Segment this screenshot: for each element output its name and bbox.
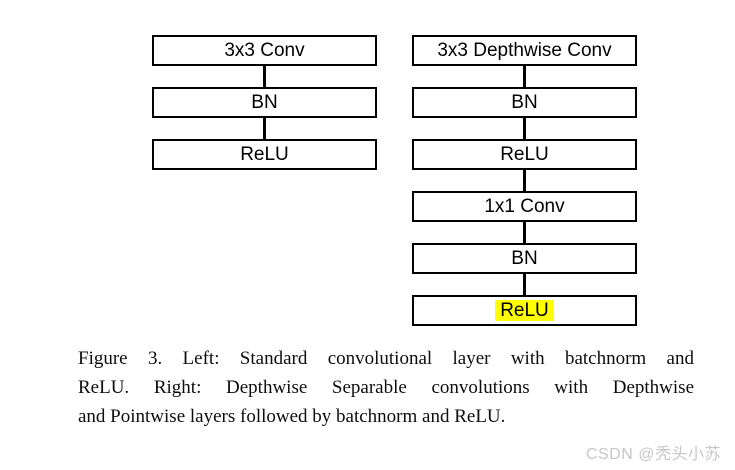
depthwise-separable-column: 3x3 Depthwise Conv BN ReLU 1x1 Conv BN R… bbox=[412, 35, 637, 326]
highlighted-relu-label: ReLU bbox=[495, 300, 554, 321]
connector bbox=[523, 274, 526, 295]
box-pw-1x1-conv: 1x1 Conv bbox=[412, 191, 637, 222]
box-dw-3x3-depthwise-conv: 3x3 Depthwise Conv bbox=[412, 35, 637, 66]
connector bbox=[263, 66, 266, 87]
box-pw-relu-highlighted: ReLU bbox=[412, 295, 637, 326]
box-dw-bn: BN bbox=[412, 87, 637, 118]
box-pw-bn: BN bbox=[412, 243, 637, 274]
box-std-relu: ReLU bbox=[152, 139, 377, 170]
box-std-relu-label: ReLU bbox=[240, 144, 289, 165]
csdn-watermark: CSDN @秃头小苏 bbox=[585, 446, 721, 463]
figure-caption: Figure 3. Left: Standard convolutional l… bbox=[78, 344, 694, 431]
box-dw-relu-label: ReLU bbox=[500, 144, 549, 165]
box-std-3x3-conv: 3x3 Conv bbox=[152, 35, 377, 66]
standard-conv-column: 3x3 Conv BN ReLU bbox=[152, 35, 377, 170]
caption-line-3: and Pointwise layers followed by batchno… bbox=[78, 406, 506, 427]
connector bbox=[523, 66, 526, 87]
box-std-bn: BN bbox=[152, 87, 377, 118]
caption-line-1: Figure 3. Left: Standard convolutional l… bbox=[78, 348, 694, 369]
box-dw-3x3-depthwise-conv-label: 3x3 Depthwise Conv bbox=[437, 40, 612, 61]
box-std-bn-label: BN bbox=[251, 92, 278, 113]
connector bbox=[523, 118, 526, 139]
connector bbox=[523, 222, 526, 243]
caption-line-2: ReLU. Right: Depthwise Separable convolu… bbox=[78, 377, 694, 398]
box-pw-bn-label: BN bbox=[511, 248, 538, 269]
box-dw-bn-label: BN bbox=[511, 92, 538, 113]
connector bbox=[523, 170, 526, 191]
box-pw-1x1-conv-label: 1x1 Conv bbox=[484, 196, 565, 217]
connector bbox=[263, 118, 266, 139]
box-dw-relu: ReLU bbox=[412, 139, 637, 170]
box-std-3x3-conv-label: 3x3 Conv bbox=[224, 40, 305, 61]
